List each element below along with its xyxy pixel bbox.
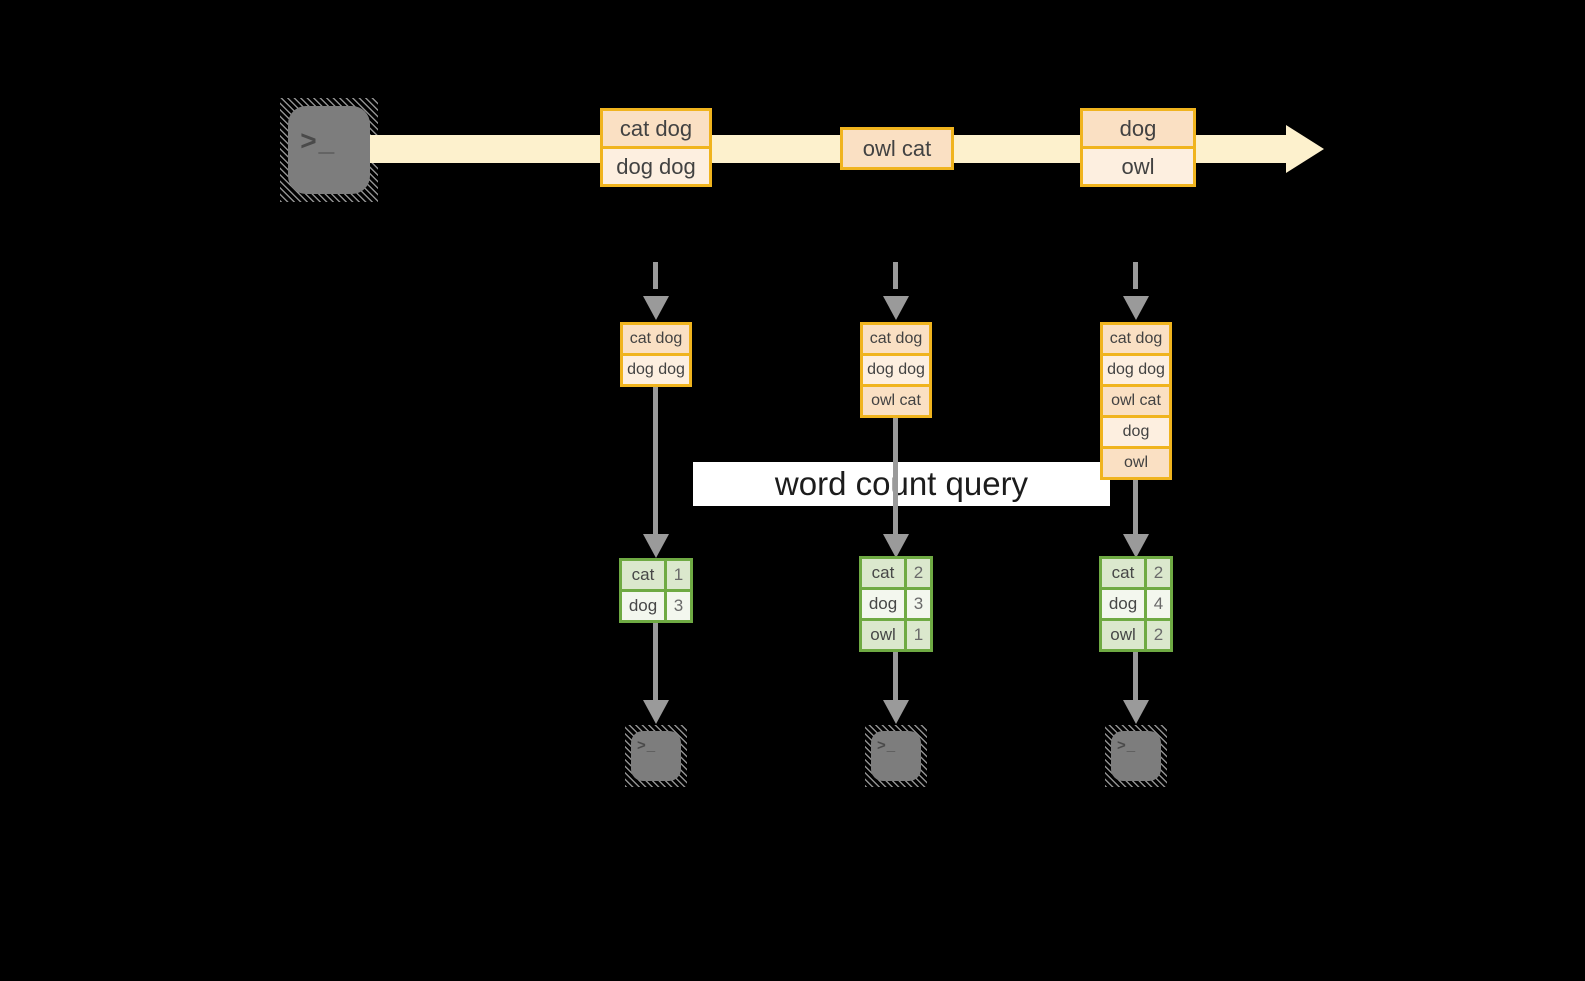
terminal-icon: >_	[871, 731, 921, 781]
down-arrowhead-icon	[643, 296, 669, 320]
terminal-icon: >_	[1111, 731, 1161, 781]
output-arrow-line	[893, 652, 898, 700]
result-table-2: cat 2 dog 3 owl 1	[859, 556, 933, 652]
down-arrowhead-icon	[1123, 534, 1149, 558]
dashed-arrow-line	[893, 262, 898, 289]
stream-record-cell: dog	[1083, 111, 1193, 146]
query-arrow-line	[1133, 480, 1138, 534]
terminal-icon: >_	[631, 731, 681, 781]
dashed-arrow-line	[1133, 262, 1138, 289]
count-value-cell: 2	[907, 559, 930, 587]
input-batch-1: cat dog dog dog	[600, 108, 712, 187]
state-record-cell: dog dog	[863, 356, 929, 384]
state-record-cell: cat dog	[1103, 325, 1169, 353]
count-word-cell: cat	[622, 561, 664, 589]
dashed-arrow-line	[653, 262, 658, 289]
count-word-cell: cat	[862, 559, 904, 587]
down-arrowhead-icon	[1123, 296, 1149, 320]
count-value-cell: 2	[1147, 621, 1170, 649]
stream-timeline-arrowhead-icon	[1286, 125, 1324, 173]
stream-record-cell: owl	[1083, 149, 1193, 184]
sink-terminal-icon: >_	[625, 725, 687, 787]
state-record-cell: owl cat	[863, 387, 929, 415]
stream-record-cell: owl cat	[843, 130, 951, 167]
count-word-cell: owl	[1102, 621, 1144, 649]
query-arrow-line	[653, 387, 658, 534]
state-record-cell: dog dog	[1103, 356, 1169, 384]
stream-record-cell: dog dog	[603, 149, 709, 184]
count-word-cell: dog	[1102, 590, 1144, 618]
source-terminal-icon: >_	[280, 98, 378, 202]
count-word-cell: dog	[622, 592, 664, 620]
count-value-cell: 3	[667, 592, 690, 620]
output-arrow-line	[653, 623, 658, 700]
state-record-cell: owl cat	[1103, 387, 1169, 415]
sink-terminal-icon: >_	[1105, 725, 1167, 787]
count-value-cell: 3	[907, 590, 930, 618]
count-value-cell: 1	[667, 561, 690, 589]
count-word-cell: cat	[1102, 559, 1144, 587]
down-arrowhead-icon	[883, 700, 909, 724]
down-arrowhead-icon	[883, 534, 909, 558]
count-value-cell: 4	[1147, 590, 1170, 618]
input-batch-3: dog owl	[1080, 108, 1196, 187]
input-batch-2: owl cat	[840, 127, 954, 170]
state-table-2: cat dog dog dog owl cat	[860, 322, 932, 418]
count-word-cell: dog	[862, 590, 904, 618]
query-arrow-line	[893, 418, 898, 534]
down-arrowhead-icon	[643, 700, 669, 724]
state-table-3: cat dog dog dog owl cat dog owl	[1100, 322, 1172, 480]
state-table-1: cat dog dog dog	[620, 322, 692, 387]
count-value-cell: 2	[1147, 559, 1170, 587]
result-table-3: cat 2 dog 4 owl 2	[1099, 556, 1173, 652]
sink-terminal-icon: >_	[865, 725, 927, 787]
down-arrowhead-icon	[883, 296, 909, 320]
state-record-cell: owl	[1103, 449, 1169, 477]
state-record-cell: cat dog	[623, 325, 689, 353]
count-value-cell: 1	[907, 621, 930, 649]
down-arrowhead-icon	[643, 534, 669, 558]
output-arrow-line	[1133, 652, 1138, 700]
state-record-cell: dog dog	[623, 356, 689, 384]
terminal-prompt-glyph: >_	[637, 737, 657, 754]
query-label-band: word count query	[693, 462, 1110, 506]
result-table-1: cat 1 dog 3	[619, 558, 693, 623]
count-word-cell: owl	[862, 621, 904, 649]
state-record-cell: cat dog	[863, 325, 929, 353]
down-arrowhead-icon	[1123, 700, 1149, 724]
state-record-cell: dog	[1103, 418, 1169, 446]
query-label: word count query	[774, 465, 1029, 502]
terminal-prompt-glyph: >_	[877, 737, 897, 754]
terminal-icon: >_	[288, 106, 370, 194]
terminal-prompt-glyph: >_	[300, 125, 337, 157]
terminal-prompt-glyph: >_	[1117, 737, 1137, 754]
stream-record-cell: cat dog	[603, 111, 709, 146]
